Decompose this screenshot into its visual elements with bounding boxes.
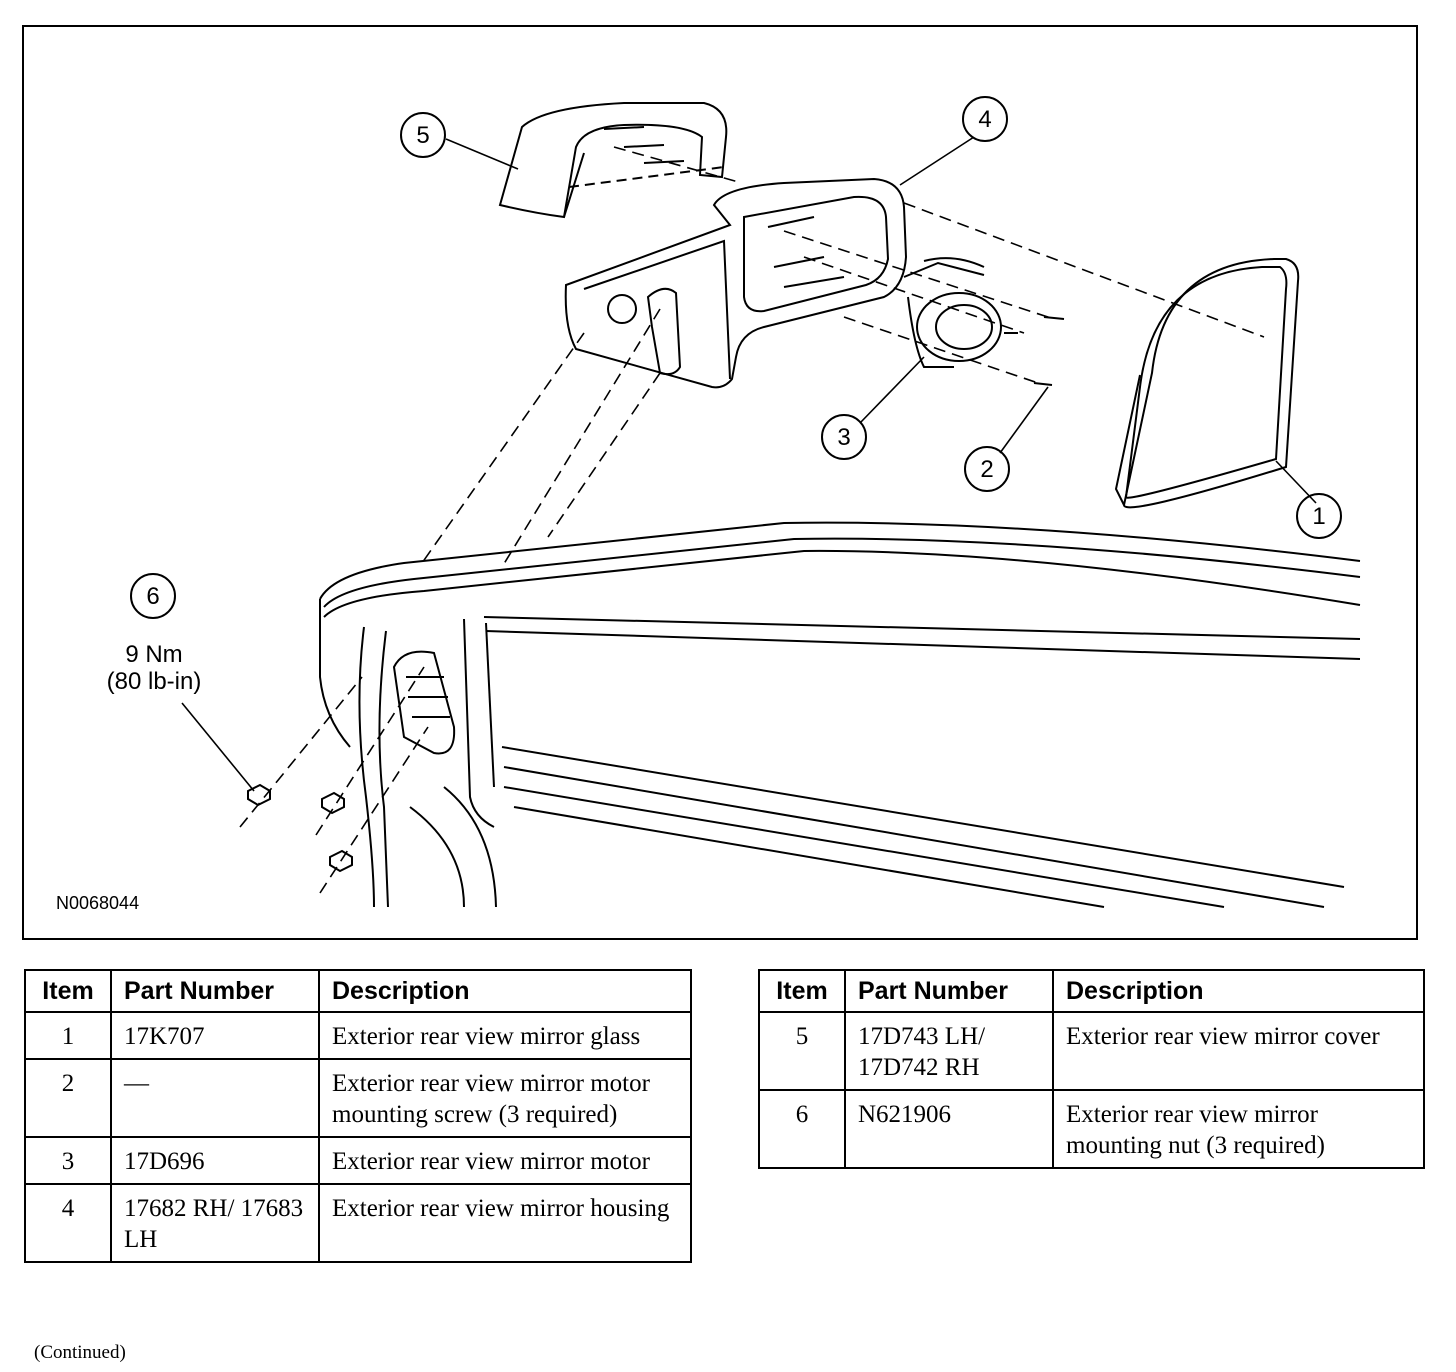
figure-id: N0068044	[56, 893, 140, 913]
part-number-cell: N621906	[844, 1089, 1054, 1169]
description-cell: Exterior rear view mirror housing	[318, 1183, 692, 1263]
item-cell: 3	[24, 1136, 112, 1185]
mounting-nuts-drawing	[247, 783, 353, 873]
description-cell: Exterior rear view mirror motor	[318, 1136, 692, 1185]
description-cell: Exterior rear view mirror glass	[318, 1011, 692, 1060]
door-frame-drawing	[319, 521, 1361, 908]
description-cell: Exterior rear view mirror mounting nut (…	[1052, 1089, 1425, 1169]
part-number-cell: 17682 RH/ 17683 LH	[110, 1183, 320, 1263]
part-number-cell: 17D743 LH/ 17D742 RH	[844, 1011, 1054, 1091]
header-description: Description	[1052, 969, 1425, 1013]
callout-circles	[130, 96, 1342, 619]
callout-4-circle	[962, 96, 1008, 142]
table-row: 3 17D696 Exterior rear view mirror motor	[24, 1136, 692, 1185]
header-item: Item	[758, 969, 846, 1013]
torque-nm: 9 Nm	[125, 641, 183, 668]
header-part-number: Part Number	[844, 969, 1054, 1013]
exploded-view-figure: 5 4 3 2 1 6 9 Nm (80 lb-in) N0068044	[22, 25, 1418, 940]
torque-spec: 9 Nm (80 lb-in)	[84, 641, 224, 695]
mirror-glass-drawing	[1114, 258, 1300, 509]
table-row: 4 17682 RH/ 17683 LH Exterior rear view …	[24, 1183, 692, 1263]
item-cell: 4	[24, 1183, 112, 1263]
callout-1-label: 1	[1312, 503, 1325, 530]
description-cell: Exterior rear view mirror motor mounting…	[318, 1058, 692, 1138]
header-description: Description	[318, 969, 692, 1013]
mirror-cover-drawing	[498, 102, 728, 219]
installation-lines	[239, 146, 1265, 894]
description-cell: Exterior rear view mirror cover	[1052, 1011, 1425, 1091]
header-part-number: Part Number	[110, 969, 320, 1013]
item-cell: 6	[758, 1089, 846, 1169]
callout-3-label: 3	[837, 424, 850, 451]
torque-lbin: (80 lb-in)	[106, 668, 202, 695]
callout-2-circle	[964, 446, 1010, 492]
part-number-cell: —	[110, 1058, 320, 1138]
table-row: 2 — Exterior rear view mirror motor moun…	[24, 1058, 692, 1138]
item-cell: 5	[758, 1011, 846, 1091]
callout-6-label: 6	[146, 583, 159, 610]
item-cell: 1	[24, 1011, 112, 1060]
callout-4-label: 4	[978, 106, 991, 133]
continued-note: (Continued)	[34, 1342, 126, 1363]
table-header-row: Item Part Number Description	[758, 969, 1425, 1013]
item-cell: 2	[24, 1058, 112, 1138]
callout-1-circle	[1296, 493, 1342, 539]
callout-5-circle	[400, 112, 446, 158]
callout-3-circle	[821, 414, 867, 460]
mirror-housing-drawing	[564, 177, 908, 389]
mirror-exploded-diagram: 5 4 3 2 1 6	[130, 96, 1361, 908]
callout-2-label: 2	[980, 456, 993, 483]
part-number-cell: 17D696	[110, 1136, 320, 1185]
mirror-motor-drawing	[903, 257, 1002, 368]
parts-table-left: Item Part Number Description 1 17K707 Ex…	[24, 969, 692, 1263]
table-header-row: Item Part Number Description	[24, 969, 692, 1013]
part-number-cell: 17K707	[110, 1011, 320, 1060]
callout-5-label: 5	[416, 122, 429, 149]
parts-table-right: Item Part Number Description 5 17D743 LH…	[758, 969, 1425, 1169]
table-row: 1 17K707 Exterior rear view mirror glass	[24, 1011, 692, 1060]
callout-6-circle	[130, 573, 176, 619]
table-row: 6 N621906 Exterior rear view mirror moun…	[758, 1089, 1425, 1169]
header-item: Item	[24, 969, 112, 1013]
leader-lines	[181, 136, 1317, 792]
table-row: 5 17D743 LH/ 17D742 RH Exterior rear vie…	[758, 1011, 1425, 1091]
